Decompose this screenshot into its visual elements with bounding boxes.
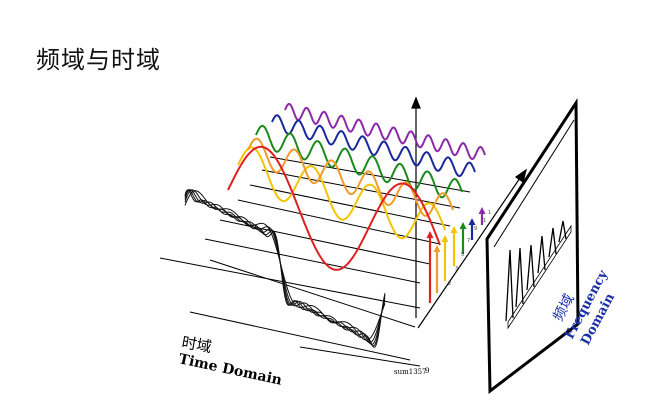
sum-label: sum1357 (394, 368, 427, 376)
time-domain-label-en: Time Domain (177, 351, 283, 389)
grid-line (205, 239, 420, 283)
grid-line (250, 185, 450, 226)
frequency-arrow (460, 222, 467, 254)
square-wave-partial-sum (185, 190, 385, 343)
square-wave-partial-sum (185, 190, 385, 346)
sine-waves (228, 104, 485, 270)
frequency-panel (487, 103, 578, 391)
grid-lines (160, 157, 470, 366)
grid-line (220, 220, 430, 264)
baseline-line (210, 260, 415, 327)
tick-label: 3 (455, 266, 458, 272)
tick-label: 7 (467, 238, 470, 244)
bottom-line (300, 347, 420, 366)
tick-label: 5 (461, 252, 464, 258)
tick-label: 9 (474, 226, 477, 232)
sum-label-overlay: 9 (425, 367, 429, 375)
square-wave-partial-sum (185, 190, 385, 345)
frequency-arrow (442, 235, 449, 281)
frequency-arrow (451, 226, 458, 266)
frequency-arrow (427, 231, 434, 303)
tick-label: 1 (483, 218, 486, 224)
grid-line (238, 200, 440, 244)
tick-label: 2 (448, 281, 451, 287)
frequency-arrow (434, 245, 441, 293)
tick-label: 1 (488, 210, 491, 216)
grid-line (270, 157, 470, 192)
frequency-arrows (427, 207, 486, 303)
